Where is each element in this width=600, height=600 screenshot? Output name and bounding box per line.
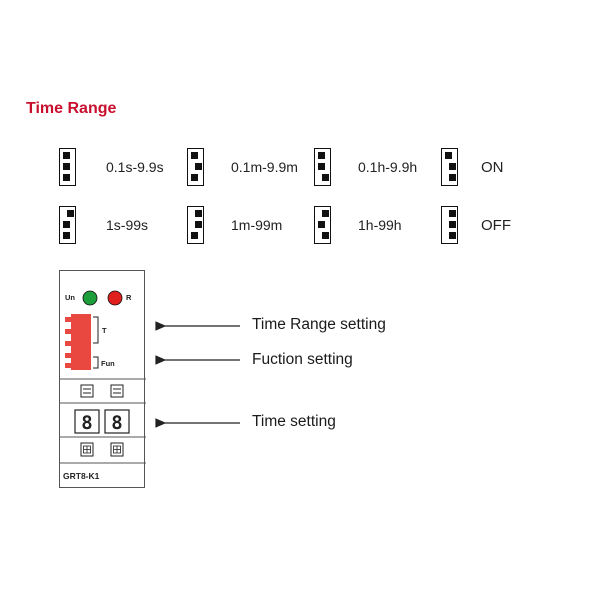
range-label: 0.1h-9.9h	[358, 159, 418, 175]
annotation-function-setting: Fuction setting	[252, 351, 353, 368]
increment-button-left[interactable]	[80, 384, 94, 398]
range-label: 0.1m-9.9m	[231, 159, 298, 175]
dip-switch-icon	[441, 148, 458, 186]
dip-switch-icon	[187, 148, 204, 186]
led-un	[82, 290, 98, 306]
range-label: OFF	[481, 217, 511, 234]
dip-switch-icon	[187, 206, 204, 244]
digit-left[interactable]: 8	[81, 412, 92, 434]
increment-button-right[interactable]	[110, 384, 124, 398]
fun-label: Fun	[101, 359, 115, 368]
dip-switch-block	[65, 314, 91, 370]
range-label: 1s-99s	[106, 217, 149, 233]
t-label: T	[102, 326, 107, 335]
range-label: 1h-99h	[358, 217, 402, 233]
dip-switch-icon	[314, 206, 331, 244]
dip-switch-icon	[441, 206, 458, 244]
dip-switch-icon	[59, 148, 76, 186]
annotation-time-range-setting: Time Range setting	[252, 316, 386, 333]
relay-device: 8 8 Un R T Fun GRT8-K1	[59, 270, 146, 488]
dip-switch-icon	[314, 148, 331, 186]
digit-right[interactable]: 8	[111, 412, 122, 434]
annotation-time-setting: Time setting	[252, 413, 336, 430]
device-panel: 8 8	[60, 290, 146, 464]
model-label: GRT8-K1	[63, 471, 100, 481]
adjust-button-left[interactable]	[80, 442, 94, 457]
range-label: 1m-99m	[231, 217, 283, 233]
adjust-button-right[interactable]	[110, 442, 124, 457]
r-label: R	[126, 293, 132, 302]
section-title: Time Range	[26, 100, 117, 117]
range-label: ON	[481, 159, 504, 176]
un-label: Un	[65, 293, 75, 302]
range-label: 0.1s-9.9s	[106, 159, 164, 175]
led-r	[107, 290, 123, 306]
dip-switch-icon	[59, 206, 76, 244]
